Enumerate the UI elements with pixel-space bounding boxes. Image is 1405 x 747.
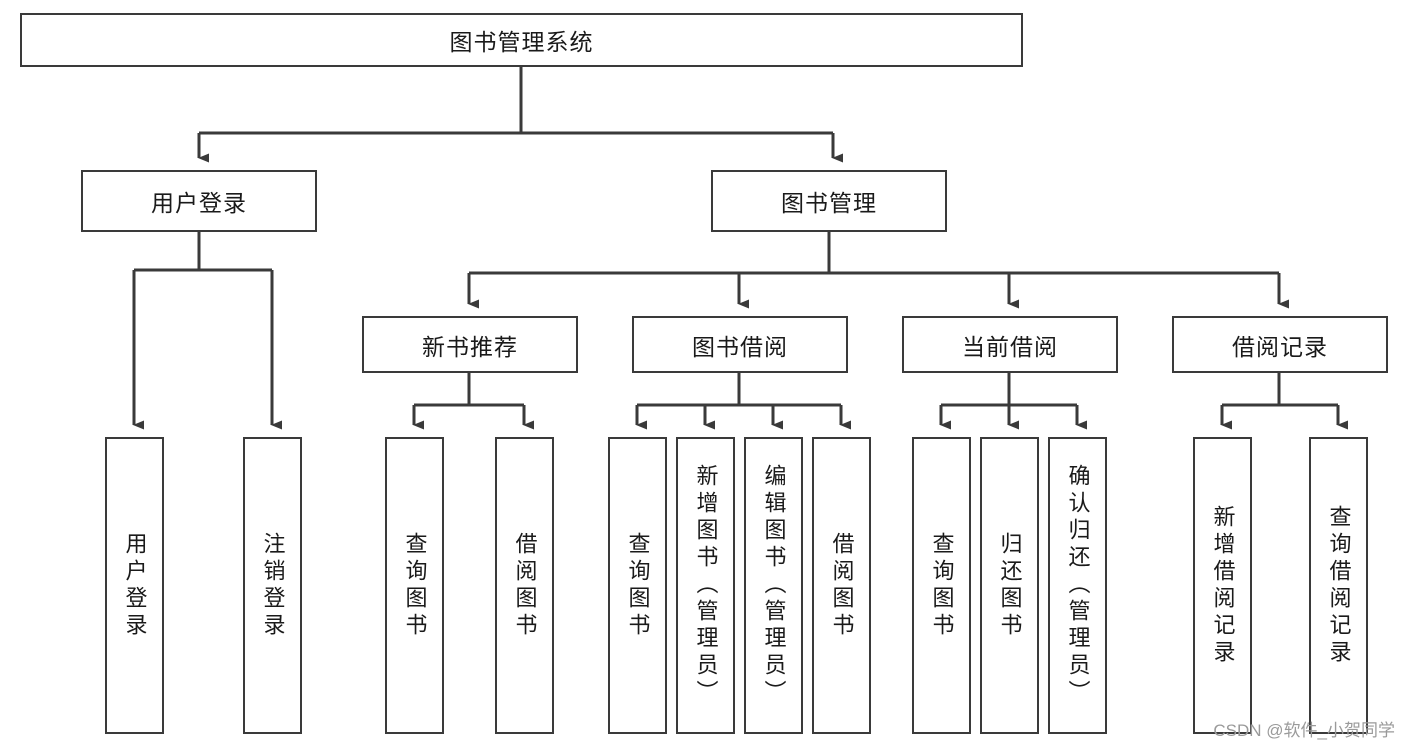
node-label: 借阅图书 [512,531,538,640]
node-label: 查询图书 [625,531,651,640]
node-label: 借阅记录 [1232,333,1328,360]
node-leaf-add-record[interactable]: 新增借阅记录 [1193,437,1252,734]
node-leaf-logout-login[interactable]: 注销登录 [243,437,302,734]
node-borrow-record[interactable]: 借阅记录 [1172,316,1388,373]
node-leaf-borrow-book-1[interactable]: 借阅图书 [495,437,554,734]
node-label: 用户登录 [151,190,247,216]
node-leaf-user-login[interactable]: 用户登录 [105,437,164,734]
node-leaf-query-book-1[interactable]: 查询图书 [385,437,444,734]
node-label: 查询图书 [929,531,955,640]
node-label: 图书借阅 [692,333,788,360]
node-current-borrow[interactable]: 当前借阅 [902,316,1118,373]
node-leaf-borrow-book-2[interactable]: 借阅图书 [812,437,871,734]
node-leaf-return-book[interactable]: 归还图书 [980,437,1039,734]
node-leaf-edit-book[interactable]: 编辑图书（管理员） [744,437,803,734]
node-new-book-recommend[interactable]: 新书推荐 [362,316,578,373]
node-label: 当前借阅 [962,333,1058,360]
node-label: 确认归还（管理员） [1065,464,1091,707]
node-label: 编辑图书（管理员） [761,464,787,707]
node-leaf-add-book[interactable]: 新增图书（管理员） [676,437,735,734]
node-book-borrow[interactable]: 图书借阅 [632,316,848,373]
node-label: 用户登录 [122,531,148,640]
node-label: 查询借阅记录 [1326,504,1352,667]
node-label: 注销登录 [260,531,286,640]
node-label: 归还图书 [997,531,1023,640]
node-label: 新书推荐 [422,333,518,360]
node-leaf-query-record[interactable]: 查询借阅记录 [1309,437,1368,734]
node-book-management-system[interactable]: 图书管理系统 [20,13,1023,67]
node-leaf-query-book-2[interactable]: 查询图书 [608,437,667,734]
node-leaf-query-book-3[interactable]: 查询图书 [912,437,971,734]
node-book-management[interactable]: 图书管理 [711,170,947,232]
node-user-login[interactable]: 用户登录 [81,170,317,232]
node-label: 新增借阅记录 [1210,504,1236,667]
node-label: 借阅图书 [829,531,855,640]
csdn-watermark: CSDN @软件_小贺同学 [1213,721,1395,740]
node-leaf-confirm-return[interactable]: 确认归还（管理员） [1048,437,1107,734]
node-label: 新增图书（管理员） [693,464,719,707]
node-label: 图书管理 [781,190,877,216]
node-label: 查询图书 [402,531,428,640]
node-label: 图书管理系统 [449,29,594,55]
